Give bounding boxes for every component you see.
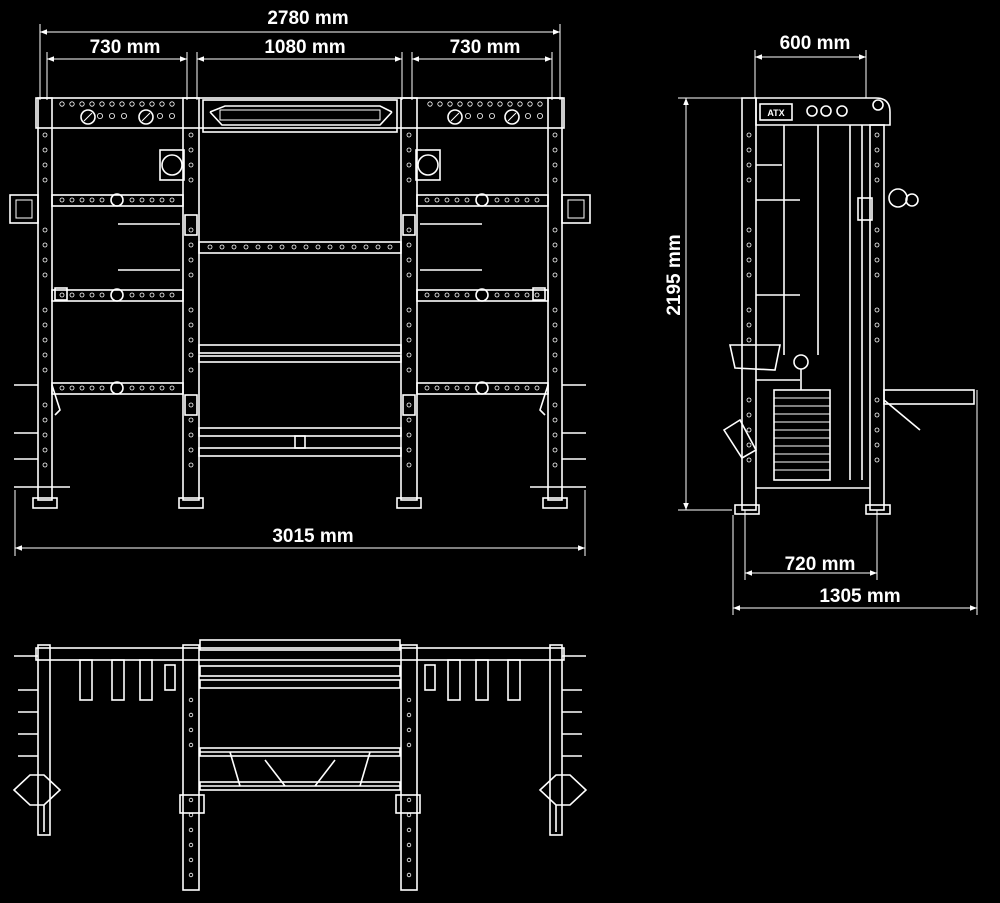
total-width-label: 3015 mm (272, 526, 353, 547)
side-dimensions (678, 50, 978, 615)
top-crossbeam (35, 97, 565, 133)
top-depth-label: 600 mm (780, 33, 851, 54)
front-plate-storage (14, 384, 586, 488)
center-bay-label: 1080 mm (264, 37, 345, 58)
side-crossbars (9, 149, 591, 395)
side-frame: ATX (734, 97, 891, 515)
weight-stack (773, 354, 831, 481)
left-bay-label: 730 mm (90, 37, 161, 58)
top-view (12, 639, 588, 891)
side-view: 600 mm 2195 mm 720 mm 1305 mm ATX (664, 33, 978, 615)
front-view: 2780 mm 730 mm 1080 mm 730 mm 3015 mm (9, 8, 591, 556)
atx-logo: ATX (767, 108, 784, 118)
overall-width-label: 2780 mm (267, 8, 348, 29)
height-label: 2195 mm (664, 234, 685, 315)
base-depth-label: 720 mm (785, 554, 856, 575)
front-uprights (32, 97, 568, 509)
front-dimensions (14, 24, 586, 556)
center-section (184, 214, 416, 457)
right-bay-label: 730 mm (450, 37, 521, 58)
total-depth-label: 1305 mm (819, 586, 900, 607)
side-attachments (722, 164, 975, 460)
